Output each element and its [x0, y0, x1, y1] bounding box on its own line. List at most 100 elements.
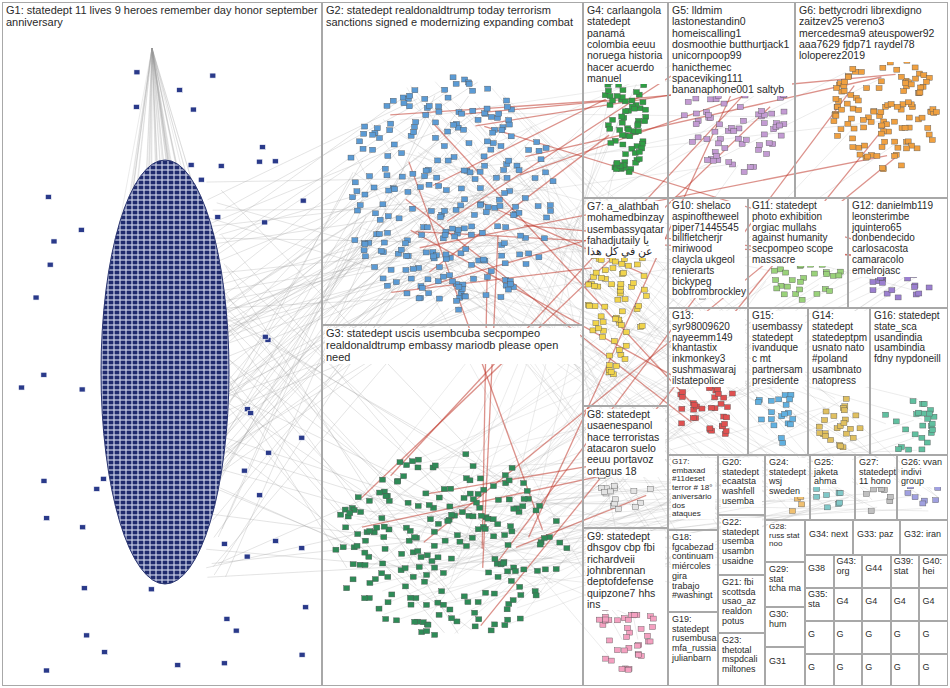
vertex-icon	[724, 405, 730, 410]
vertex-icon	[587, 303, 593, 308]
vertex-icon	[778, 133, 784, 138]
vertex-icon	[224, 616, 230, 621]
network-link	[225, 89, 445, 209]
vertex-icon	[442, 233, 448, 238]
vertex-icon	[626, 263, 632, 268]
vertex-icon	[723, 429, 729, 434]
group-label: G43: org	[836, 557, 861, 576]
group-label: G18: fgcabezad continuam miércoles gira …	[671, 533, 715, 601]
vertex-icon	[868, 119, 874, 124]
vertex-icon	[857, 152, 863, 157]
group-label: G4	[893, 597, 907, 607]
vertex-icon	[919, 447, 925, 452]
vertex-icon	[385, 153, 391, 158]
vertex-icon	[485, 205, 491, 210]
vertex-icon	[830, 273, 836, 278]
vertex-icon	[484, 106, 490, 111]
vertex-icon	[610, 117, 616, 122]
vertex-icon	[508, 524, 514, 529]
vertex-icon	[648, 486, 654, 491]
vertex-icon	[470, 514, 476, 519]
vertex-icon	[491, 534, 497, 539]
vertex-icon	[518, 593, 524, 598]
vertex-icon	[440, 602, 446, 607]
vertex-icon	[614, 648, 620, 653]
vertex-icon	[783, 270, 789, 275]
vertex-icon	[550, 179, 556, 184]
vertex-icon	[350, 195, 356, 200]
vertex-icon	[367, 174, 373, 179]
vertex-icon	[502, 261, 508, 266]
vertex-icon	[691, 402, 697, 407]
vertex-icon	[910, 399, 916, 404]
vertex-icon	[755, 400, 761, 405]
vertex-icon	[756, 147, 762, 152]
group-box: G4	[862, 588, 891, 621]
vertex-icon	[477, 505, 483, 510]
vertex-icon	[623, 152, 629, 157]
vertex-icon	[459, 510, 465, 515]
vertex-icon	[362, 596, 368, 601]
vertex-icon	[402, 241, 408, 246]
vertex-icon	[773, 278, 779, 283]
vertex-icon	[33, 295, 39, 300]
network-link	[217, 298, 418, 309]
vertex-icon	[841, 408, 847, 413]
vertex-icon	[488, 628, 494, 633]
group-box: G16: statedept state_sca usandindia usam…	[870, 308, 948, 455]
vertex-icon	[497, 203, 503, 208]
vertex-icon	[642, 119, 648, 124]
vertex-icon	[506, 118, 512, 123]
vertex-icon	[898, 163, 904, 168]
vertex-icon	[430, 254, 436, 259]
vertex-icon	[394, 618, 400, 623]
vertex-icon	[467, 478, 473, 483]
vertex-icon	[643, 293, 649, 298]
vertex-icon	[603, 656, 609, 661]
vertex-icon	[850, 435, 856, 440]
vertex-icon	[699, 406, 705, 411]
vertex-icon	[384, 103, 390, 108]
vertex-icon	[401, 474, 407, 479]
vertex-icon	[715, 391, 721, 396]
vertex-icon	[506, 478, 512, 483]
vertex-icon	[845, 75, 851, 80]
vertex-icon	[273, 538, 279, 543]
vertex-icon	[542, 567, 548, 572]
vertex-icon	[914, 146, 920, 151]
vertex-icon	[611, 483, 617, 488]
vertex-icon	[788, 392, 794, 397]
vertex-icon	[879, 145, 885, 150]
vertex-icon	[848, 116, 854, 121]
vertex-icon	[384, 173, 390, 178]
network-link	[218, 210, 427, 326]
vertex-icon	[513, 204, 519, 209]
vertex-icon	[617, 127, 623, 132]
vertex-icon	[432, 565, 438, 570]
vertex-icon	[395, 478, 401, 483]
vertex-icon	[458, 203, 464, 208]
group-label: G40: hei	[921, 557, 946, 576]
vertex-icon	[481, 487, 487, 492]
vertex-icon	[461, 127, 467, 132]
group-box: G29: stat tcha ma	[765, 562, 805, 607]
group-label: G15: usembassy statedept ivanduque c mt …	[751, 311, 805, 387]
vertex-icon	[352, 180, 358, 185]
network-link	[213, 233, 497, 567]
vertex-icon	[613, 317, 619, 322]
vertex-icon	[799, 297, 805, 302]
network-link	[218, 487, 391, 563]
vertex-icon	[477, 476, 483, 481]
network-link	[369, 284, 771, 531]
vertex-icon	[355, 495, 361, 500]
vertex-icon	[407, 93, 413, 98]
vertex-icon	[432, 463, 438, 468]
vertex-icon	[769, 410, 775, 415]
network-link	[425, 165, 727, 206]
vertex-icon	[429, 559, 435, 564]
vertex-icon	[627, 134, 633, 139]
vertex-icon	[758, 417, 764, 422]
vertex-icon	[912, 285, 918, 290]
group-label: G2: statedept realdonaldtrump today terr…	[325, 5, 580, 29]
group-label: G4	[836, 597, 850, 607]
